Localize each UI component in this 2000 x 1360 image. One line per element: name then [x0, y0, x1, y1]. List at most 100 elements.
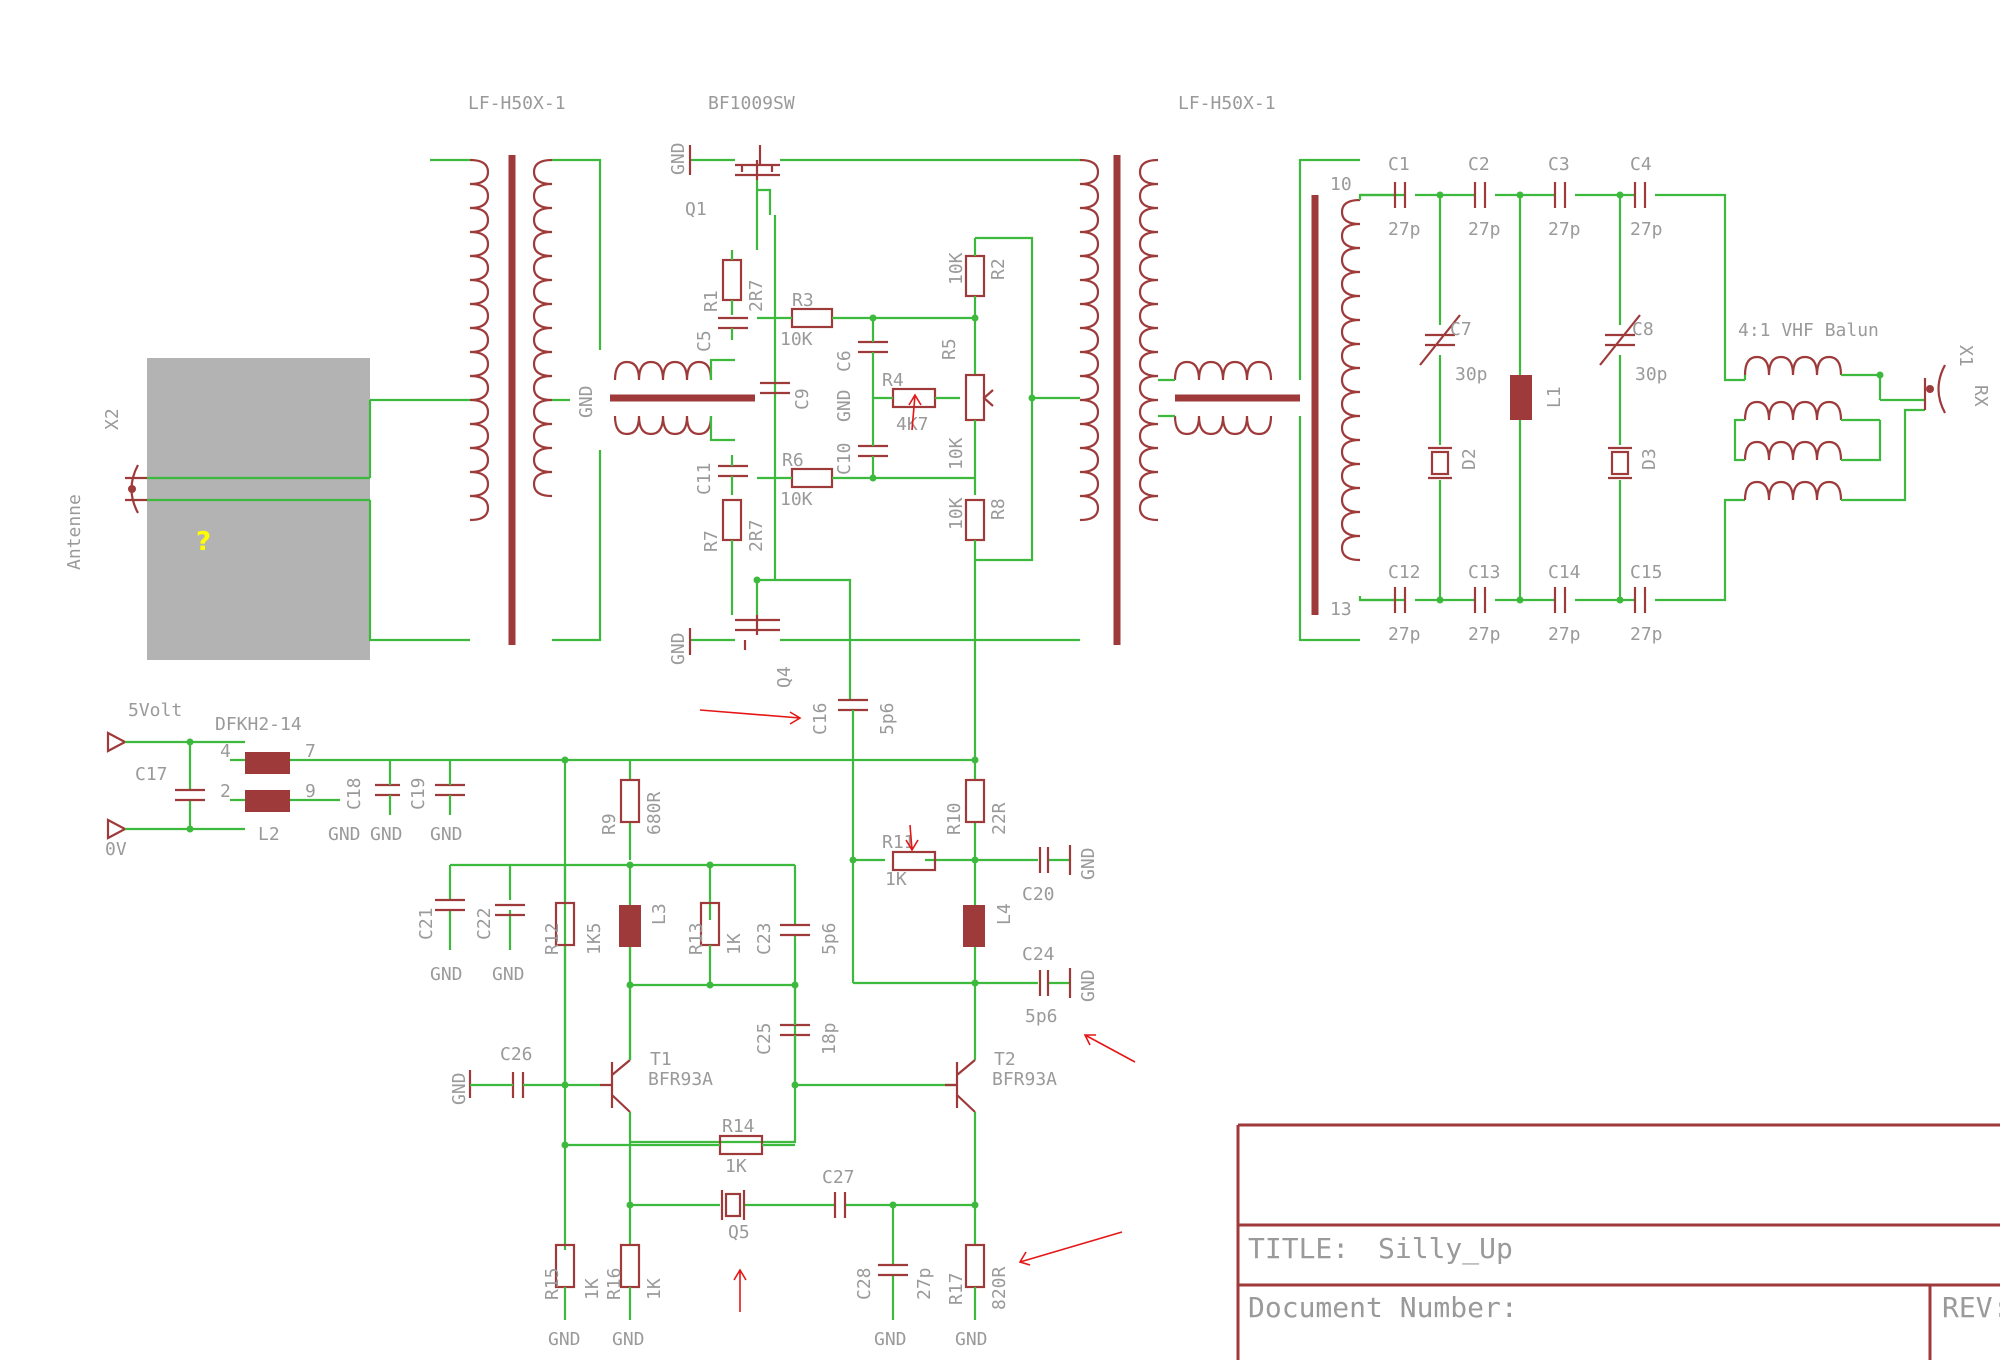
c13-value: 27p	[1468, 624, 1501, 645]
cap-c5	[718, 316, 748, 330]
d3-ref: D3	[1639, 448, 1660, 470]
c21-ref: C21	[416, 907, 437, 940]
title-block	[1236, 1123, 2000, 1360]
gnd-label-q4: GND	[668, 632, 689, 665]
c7-value: 30p	[1455, 364, 1488, 385]
r11-ref: R11	[882, 832, 915, 853]
c11-ref: C11	[694, 462, 715, 495]
inductor-l4	[963, 905, 985, 947]
filter-label: DFKH2-14	[215, 714, 302, 735]
c23-value: 5p6	[819, 922, 840, 955]
cap-c19	[375, 783, 400, 797]
c27-ref: C27	[822, 1167, 855, 1188]
gnd-r17: GND	[955, 1329, 988, 1350]
pin-7: 7	[305, 741, 316, 762]
r15-value: 1K	[582, 1278, 603, 1300]
doc-number-label: Document Number:	[1248, 1291, 1518, 1324]
balun-icon	[1743, 355, 1843, 501]
supply-port-icon	[106, 731, 128, 840]
c4-value: 27p	[1630, 219, 1663, 240]
rx-ref: X1	[1955, 345, 1976, 367]
output-transformer-icon	[1311, 195, 1361, 615]
r12-value: 1K5	[584, 922, 605, 955]
trimmer-cap-c7	[1419, 314, 1461, 366]
r8-value: 10K	[946, 497, 967, 530]
pin-4: 4	[220, 741, 231, 762]
resistor-r10	[964, 778, 986, 824]
transistor-t1-icon	[600, 1059, 631, 1113]
inductor-l3	[619, 905, 641, 947]
c5-ref: C5	[694, 330, 715, 352]
unknown-block-label: ?	[196, 527, 211, 557]
c1-ref: C1	[1388, 154, 1410, 175]
resistor-r9	[619, 778, 641, 824]
c24-ref: C24	[1022, 944, 1055, 965]
c14-ref: C14	[1548, 562, 1581, 583]
q1-ref: Q1	[685, 199, 707, 220]
right-transformer-icon	[1079, 155, 1300, 645]
annotation-arrows	[699, 393, 1136, 1312]
diode-d3-icon	[1608, 446, 1632, 480]
c23-ref: C23	[754, 922, 775, 955]
q4-ref: Q4	[774, 666, 795, 688]
c3-ref: C3	[1548, 154, 1570, 175]
gnd-r15: GND	[548, 1329, 581, 1350]
junction-dots	[186, 191, 1884, 1209]
r12-ref: R12	[542, 922, 563, 955]
r7-ref: R7	[701, 530, 722, 552]
t1-ref: T1	[650, 1049, 672, 1070]
resistor-r3	[790, 307, 834, 329]
mosfet-q1-icon	[735, 145, 780, 180]
r14-ref: R14	[722, 1116, 755, 1137]
pin-10: 10	[1330, 174, 1352, 195]
r16-ref: R16	[604, 1267, 625, 1300]
pin-2: 2	[220, 781, 231, 802]
resistor-r2	[964, 254, 986, 298]
gnd-c22: GND	[492, 964, 525, 985]
c16-ref: C16	[810, 702, 831, 735]
rx-connector-icon	[1923, 364, 1946, 414]
gnd-c19: GND	[370, 824, 403, 845]
d2-ref: D2	[1459, 448, 1480, 470]
r17-value: 820R	[989, 1266, 1010, 1310]
r10-ref: R10	[944, 802, 965, 835]
l4-ref: L4	[994, 903, 1015, 925]
r15-ref: R15	[542, 1267, 563, 1300]
c6-ref: C6	[834, 350, 855, 372]
gnd-c26: GND	[449, 1072, 470, 1105]
cap-c-misc	[435, 783, 465, 797]
c16-value: 5p6	[877, 702, 898, 735]
title-value: Silly_Up	[1378, 1232, 1513, 1266]
c2-value: 27p	[1468, 219, 1501, 240]
resistor-r7	[721, 498, 743, 542]
c1-value: 27p	[1388, 219, 1421, 240]
cap-c23	[780, 923, 810, 937]
left-transformer-label: LF-H50X-1	[468, 93, 566, 114]
rev-label: REV:	[1942, 1291, 2000, 1324]
gnd-c20: GND	[1078, 847, 1099, 880]
c25-ref: C25	[754, 1022, 775, 1055]
r16-value: 1K	[644, 1278, 665, 1300]
t1-part: BFR93A	[648, 1069, 713, 1090]
resistor-r17	[964, 1243, 986, 1289]
cap-c9	[760, 381, 790, 395]
r1-ref: R1	[701, 290, 722, 312]
r5-ref: R5	[939, 338, 960, 360]
resistor-r8	[964, 498, 986, 542]
r7-value: 2R7	[746, 519, 767, 552]
gnd-label-mid: GND	[834, 389, 855, 422]
supply-label: 5Volt	[128, 700, 182, 721]
c26-ref: C26	[500, 1044, 533, 1065]
c20-ref: C20	[1022, 884, 1055, 905]
r9-ref: R9	[599, 813, 620, 835]
c8-ref: C8	[1632, 319, 1654, 340]
c19-ref: C19	[408, 777, 429, 810]
gnd-c-misc: GND	[430, 824, 463, 845]
mosfet-q4-icon	[735, 615, 780, 650]
cap-c10	[858, 444, 888, 458]
cap-c6	[858, 340, 888, 354]
c12-value: 27p	[1388, 624, 1421, 645]
r2-value: 10K	[946, 252, 967, 285]
c15-ref: C15	[1630, 562, 1663, 583]
